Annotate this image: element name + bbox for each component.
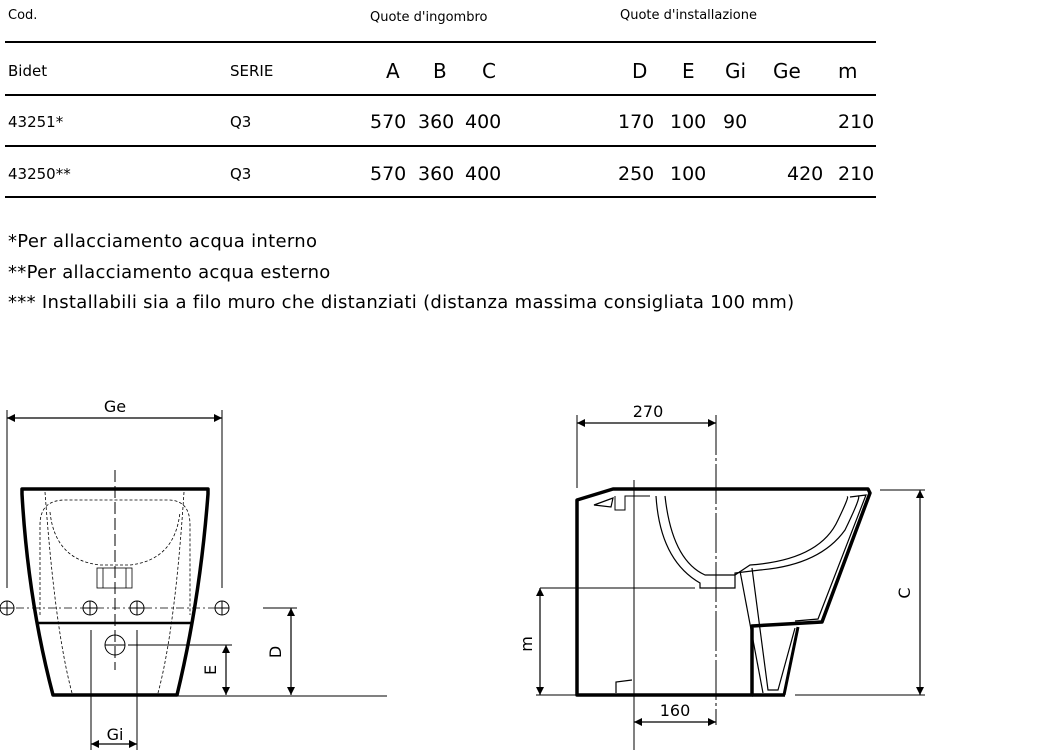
note-installation: *** Installabili sia a filo muro che dis… (8, 292, 795, 313)
subheader-Gi: Gi (725, 59, 747, 83)
subheader-E: E (682, 59, 695, 83)
row-D: 170 (618, 111, 655, 133)
subheader-A: A (386, 59, 400, 83)
side-view-drawing (536, 415, 925, 750)
label-C: C (895, 587, 914, 598)
subheader-D: D (632, 59, 648, 83)
table-divider (5, 145, 876, 147)
note-external: **Per allacciamento acqua esterno (8, 262, 331, 283)
label-Ge: Ge (104, 397, 126, 416)
row-cod: 43251* (8, 113, 64, 131)
label-m: m (517, 636, 536, 652)
row-C: 400 (465, 163, 502, 185)
table-divider (5, 41, 876, 43)
row-cod: 43250** (8, 165, 71, 183)
subheader-C: C (482, 59, 496, 83)
label-160: 160 (660, 701, 691, 720)
row-B: 360 (418, 111, 455, 133)
row-Gi: 90 (723, 111, 748, 133)
header-quote-ingombro: Quote d'ingombro (370, 10, 488, 25)
note-internal: *Per allacciamento acqua interno (8, 231, 318, 252)
label-Gi: Gi (107, 725, 124, 744)
label-270: 270 (633, 402, 664, 421)
row-E: 100 (670, 163, 707, 185)
row-A: 570 (370, 163, 407, 185)
row-C: 400 (465, 111, 502, 133)
front-view-drawing (0, 410, 387, 750)
row-B: 360 (418, 163, 455, 185)
label-D: D (266, 646, 285, 658)
subheader-m: m (838, 59, 858, 83)
row-E: 100 (670, 111, 707, 133)
label-E: E (201, 665, 220, 675)
row-serie: Q3 (230, 165, 252, 183)
table-divider (5, 196, 876, 198)
subheader-Ge: Ge (773, 59, 801, 83)
header-cod: Cod. (8, 8, 38, 23)
row-A: 570 (370, 111, 407, 133)
row-Ge: 420 (787, 163, 824, 185)
row-m: 210 (838, 111, 875, 133)
table-divider (5, 94, 876, 96)
header-quote-installazione: Quote d'installazione (620, 8, 757, 23)
subheader-B: B (433, 59, 447, 83)
row-m: 210 (838, 163, 875, 185)
row-serie: Q3 (230, 113, 252, 131)
subheader-serie: SERIE (230, 62, 274, 80)
row-D: 250 (618, 163, 655, 185)
subheader-product: Bidet (8, 62, 48, 80)
